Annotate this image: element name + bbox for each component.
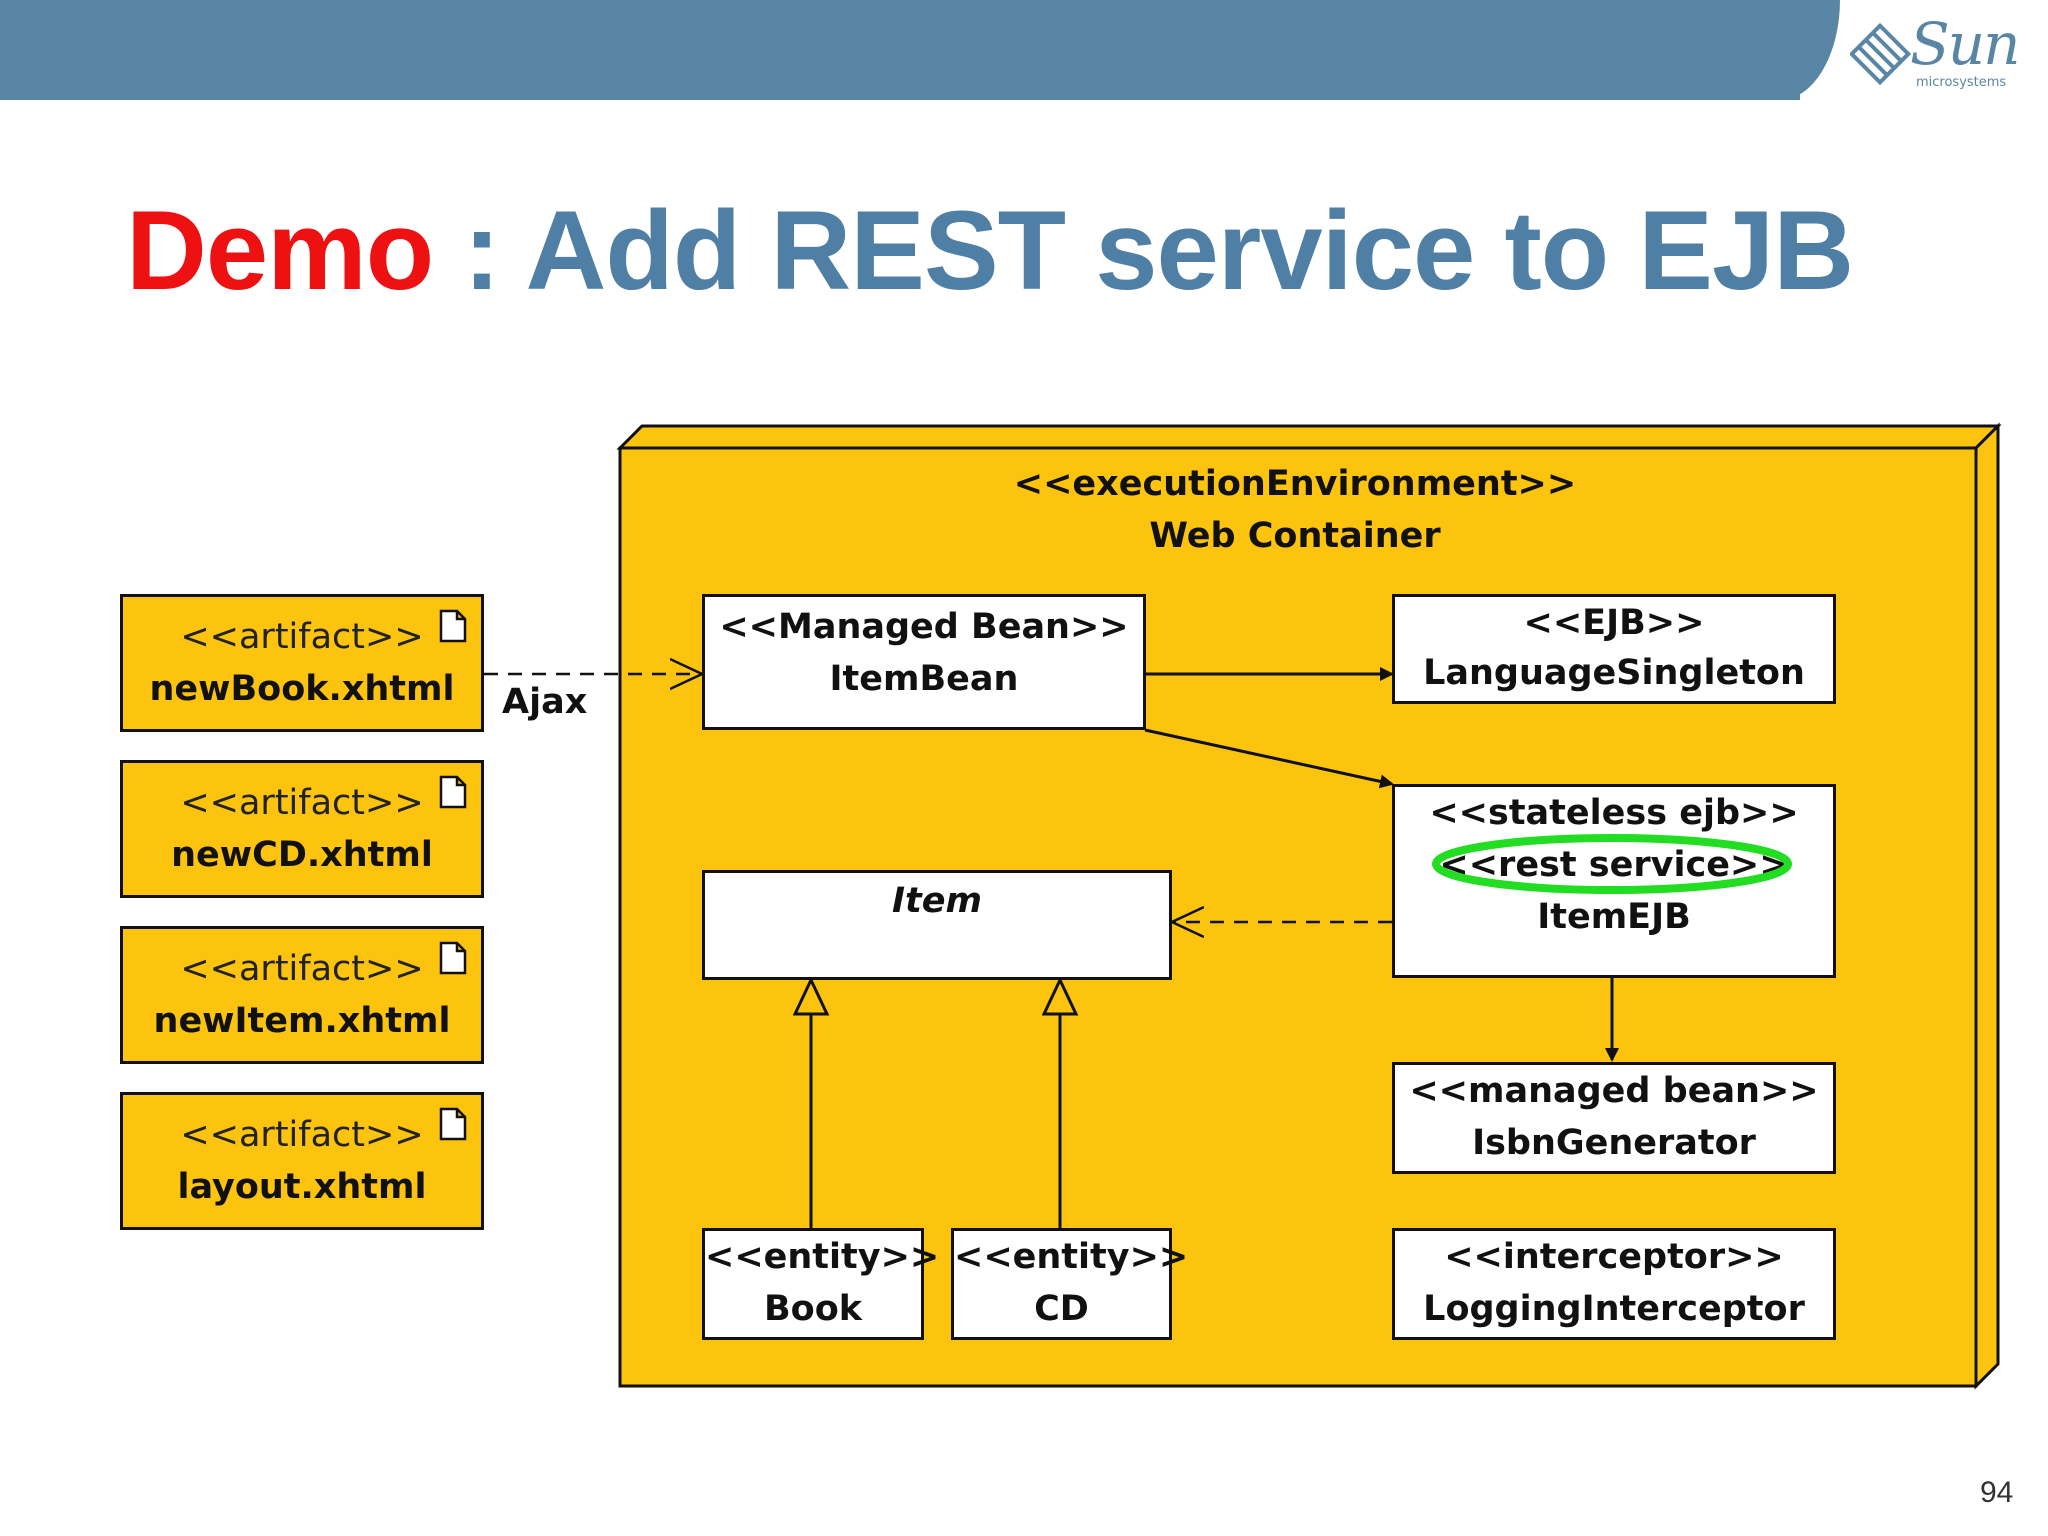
logginginterceptor-stereotype: <<interceptor>> bbox=[1444, 1237, 1784, 1277]
artifact-name: newBook.xhtml bbox=[149, 669, 455, 709]
page-title: Demo : Add REST service to EJB bbox=[126, 186, 1854, 315]
node-top-face bbox=[616, 424, 2002, 450]
environment-stereotype: <<executionEnvironment>> bbox=[1013, 464, 1577, 504]
artifact-newbook[interactable]: <<artifact>> newBook.xhtml bbox=[120, 594, 484, 732]
book-name: Book bbox=[763, 1289, 863, 1329]
itembean-to-itemejb-arrow bbox=[1144, 728, 1394, 789]
logginginterceptor-box[interactable]: <<interceptor>> LoggingInterceptor bbox=[1392, 1228, 1836, 1340]
artifact-name: layout.xhtml bbox=[177, 1167, 427, 1207]
itemejb-rest-stereotype: <<rest service>> bbox=[1439, 845, 1789, 885]
languagesingleton-stereotype: <<EJB>> bbox=[1523, 603, 1705, 643]
cd-name: CD bbox=[1034, 1289, 1089, 1329]
isbngenerator-name: IsbnGenerator bbox=[1472, 1123, 1756, 1163]
itembean-stereotype: <<Managed Bean>> bbox=[719, 607, 1129, 647]
artifact-stereotype: <<artifact>> bbox=[180, 949, 424, 989]
artifact-newitem[interactable]: <<artifact>> newItem.xhtml bbox=[120, 926, 484, 1064]
artifact-stereotype: <<artifact>> bbox=[180, 617, 424, 657]
artifact-name: newCD.xhtml bbox=[171, 835, 433, 875]
logo-text: Sun bbox=[1910, 10, 2020, 78]
node-side-face bbox=[1974, 422, 2000, 1390]
book-box[interactable]: <<entity>> Book bbox=[702, 1228, 940, 1340]
logginginterceptor-name: LoggingInterceptor bbox=[1423, 1289, 1805, 1329]
itemejb-stereotype: <<stateless ejb>> bbox=[1429, 793, 1799, 833]
ajax-label: Ajax bbox=[502, 682, 588, 722]
sun-logo-icon bbox=[1850, 22, 1912, 86]
header-bar bbox=[0, 0, 1800, 100]
environment-name: Web Container bbox=[1149, 516, 1441, 556]
logo-subtext: microsystems bbox=[1916, 75, 2007, 90]
isbngenerator-box[interactable]: <<managed bean>> IsbnGenerator bbox=[1392, 1062, 1836, 1174]
title-demo: Demo bbox=[126, 188, 434, 313]
itembean-box[interactable]: <<Managed Bean>> ItemBean bbox=[702, 594, 1146, 730]
artifact-newcd[interactable]: <<artifact>> newCD.xhtml bbox=[120, 760, 484, 898]
page-number: 94 bbox=[1980, 1476, 2014, 1509]
languagesingleton-name: LanguageSingleton bbox=[1423, 653, 1805, 693]
languagesingleton-box[interactable]: <<EJB>> LanguageSingleton bbox=[1392, 594, 1836, 704]
itemejb-box[interactable]: <<stateless ejb>> <<rest service>> ItemE… bbox=[1392, 784, 1836, 978]
book-stereotype: <<entity>> bbox=[705, 1237, 940, 1277]
item-box[interactable]: Item bbox=[702, 870, 1172, 980]
item-name: Item bbox=[892, 881, 982, 921]
artifact-stereotype: <<artifact>> bbox=[180, 1115, 424, 1155]
document-icon bbox=[439, 609, 467, 643]
cd-box[interactable]: <<entity>> CD bbox=[951, 1228, 1189, 1340]
isbngenerator-stereotype: <<managed bean>> bbox=[1409, 1071, 1819, 1111]
artifact-layout[interactable]: <<artifact>> layout.xhtml bbox=[120, 1092, 484, 1230]
document-icon bbox=[439, 1107, 467, 1141]
itemejb-name: ItemEJB bbox=[1537, 897, 1691, 937]
document-icon bbox=[439, 941, 467, 975]
itembean-name: ItemBean bbox=[829, 659, 1019, 699]
artifact-name: newItem.xhtml bbox=[153, 1001, 451, 1041]
document-icon bbox=[439, 775, 467, 809]
title-rest: : Add REST service to EJB bbox=[433, 188, 1854, 313]
cd-stereotype: <<entity>> bbox=[954, 1237, 1189, 1277]
artifact-stereotype: <<artifact>> bbox=[180, 783, 424, 823]
